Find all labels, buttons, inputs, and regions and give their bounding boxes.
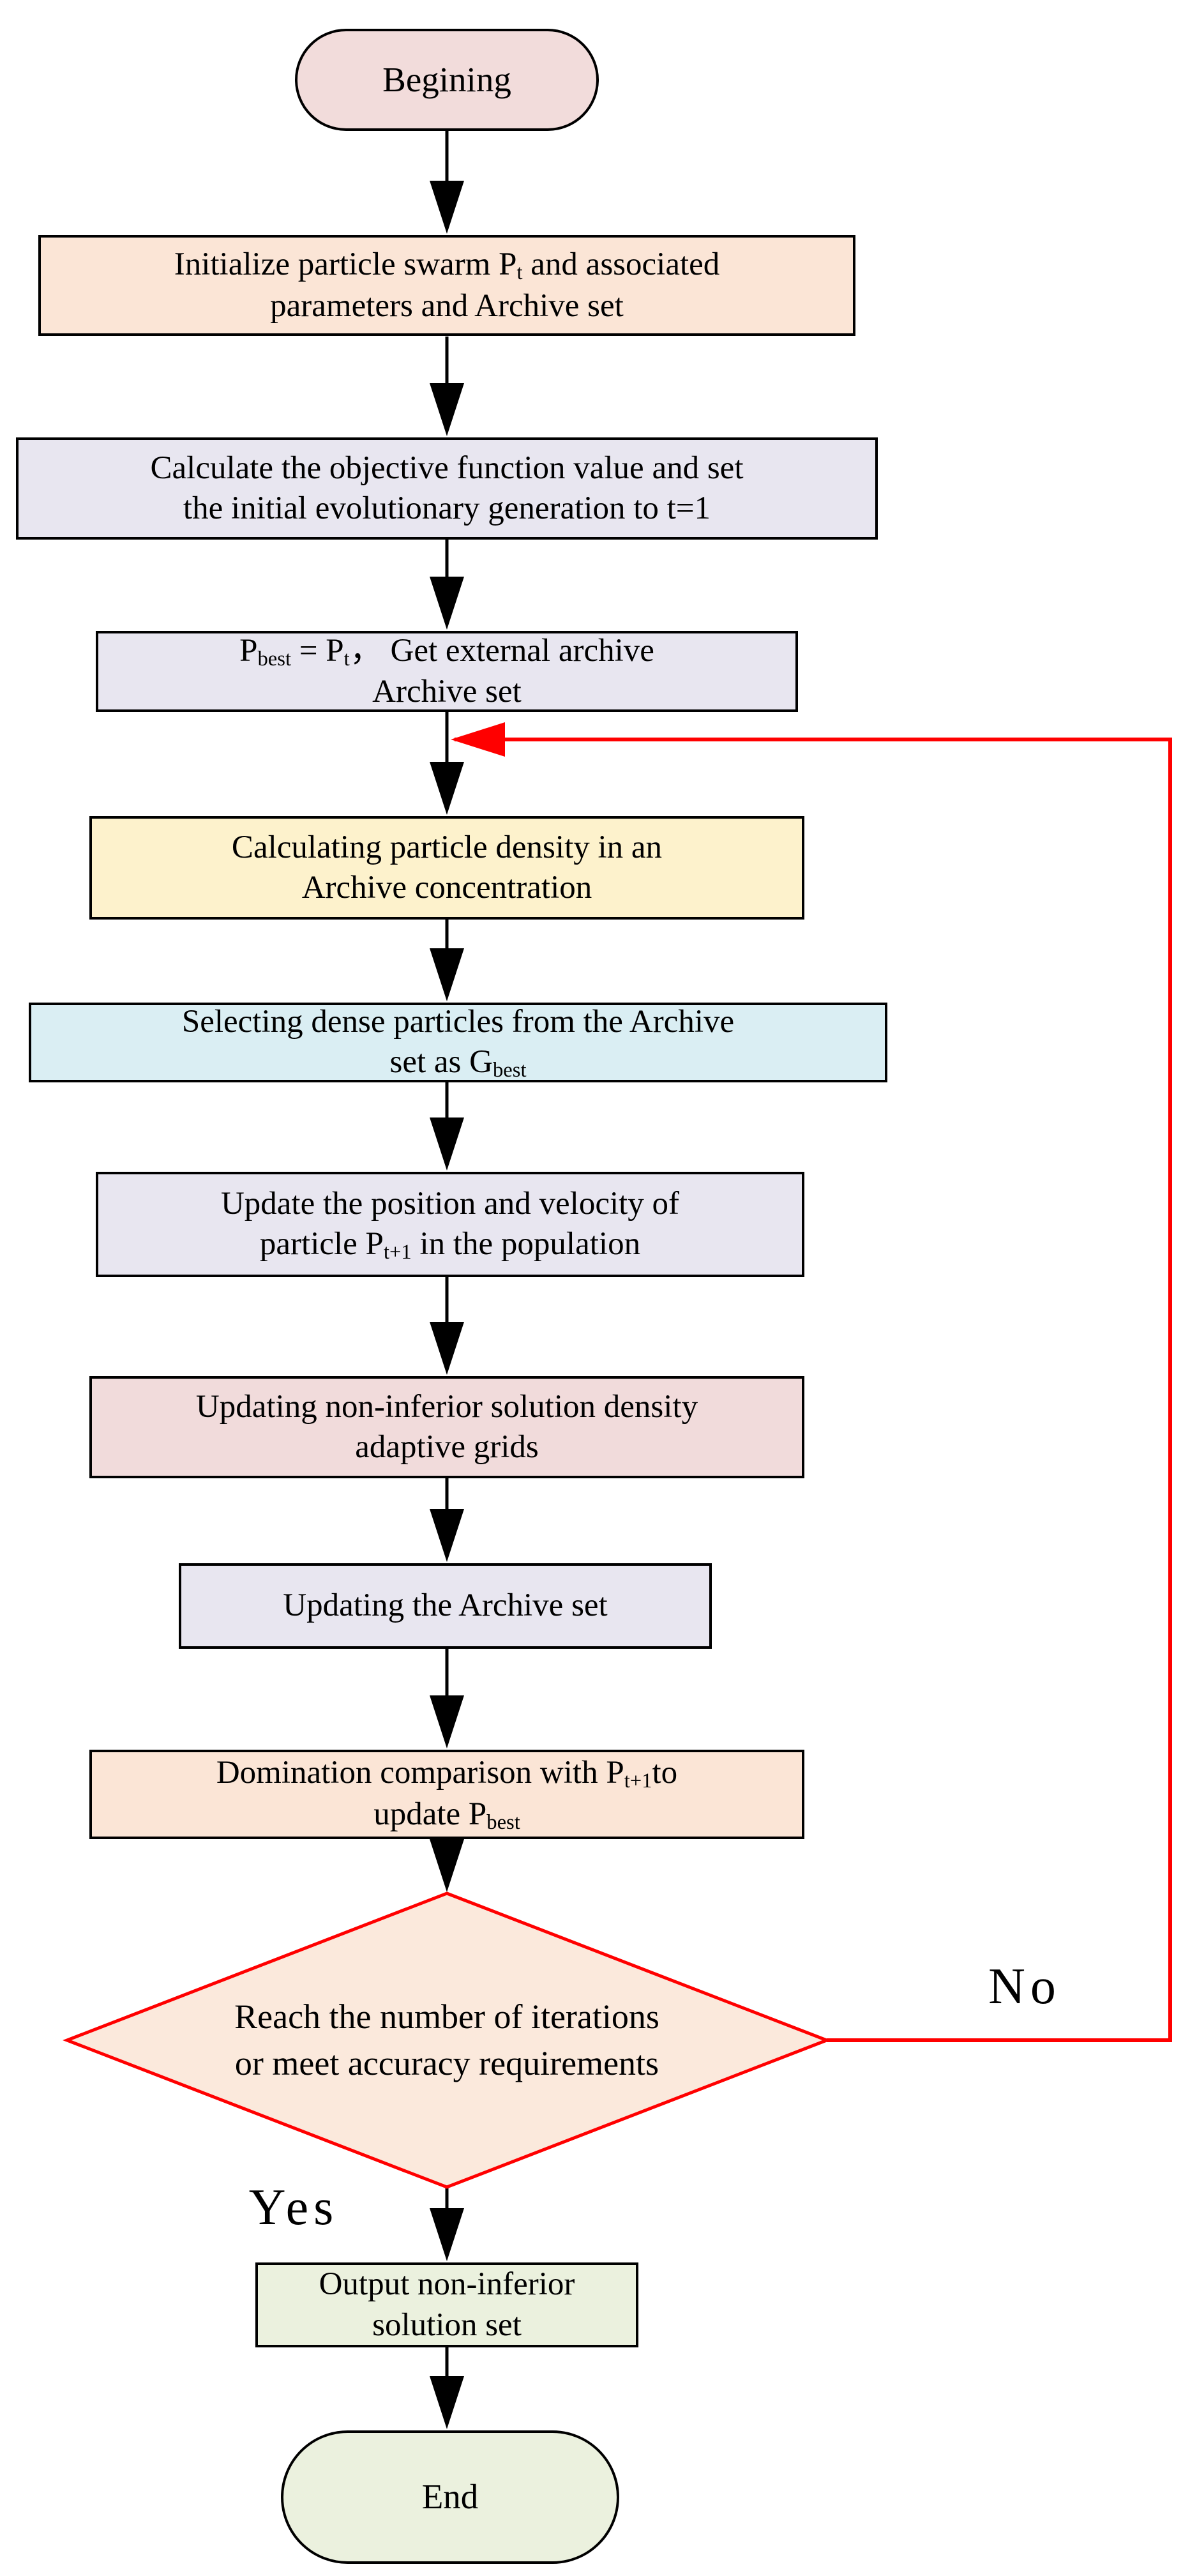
node-update-archive: Updating the Archive set (179, 1563, 712, 1649)
node-select-gbest-label: Selecting dense particles from the Archi… (181, 1003, 735, 1082)
edge-label-no: No (945, 1955, 1104, 2019)
no-feedback-line (455, 738, 1172, 2042)
node-calculate-objective-label: Calculate the objective function value a… (150, 450, 744, 526)
arrowhead-icon (430, 762, 464, 815)
node-initialize-swarm: Initialize particle swarm Pt and associa… (38, 235, 855, 336)
edge-label-yes-text: Yes (248, 2179, 339, 2236)
node-initialize-swarm-label: Initialize particle swarm Pt and associa… (174, 246, 720, 324)
edge-label-no-text: No (988, 1959, 1061, 2015)
arrowhead-icon (430, 948, 464, 1001)
flow-arrows (430, 131, 464, 2429)
node-update-archive-label: Updating the Archive set (283, 1587, 608, 1624)
node-end: End (281, 2430, 619, 2564)
arrowhead-icon (430, 2208, 464, 2261)
node-end-label: End (421, 2477, 479, 2517)
node-begin-label: Begining (382, 59, 511, 99)
arrowhead-icon (430, 1509, 464, 1562)
arrowhead-icon (430, 2376, 464, 2429)
arrowhead-icon (430, 1695, 464, 1748)
node-begin: Begining (295, 29, 599, 131)
arrowhead-icon (430, 1118, 464, 1171)
edge-label-yes: Yes (211, 2176, 377, 2240)
no-feedback-arrowhead-icon (451, 722, 505, 757)
node-calculate-objective: Calculate the objective function value a… (16, 437, 878, 540)
node-select-gbest: Selecting dense particles from the Archi… (29, 1003, 887, 1082)
arrowhead-icon (430, 1839, 464, 1892)
arrowhead-icon (430, 1322, 464, 1375)
arrowhead-icon (430, 383, 464, 436)
arrowhead-icon (430, 181, 464, 234)
decision-diamond (63, 1891, 831, 2189)
arrowhead-icon (430, 577, 464, 630)
